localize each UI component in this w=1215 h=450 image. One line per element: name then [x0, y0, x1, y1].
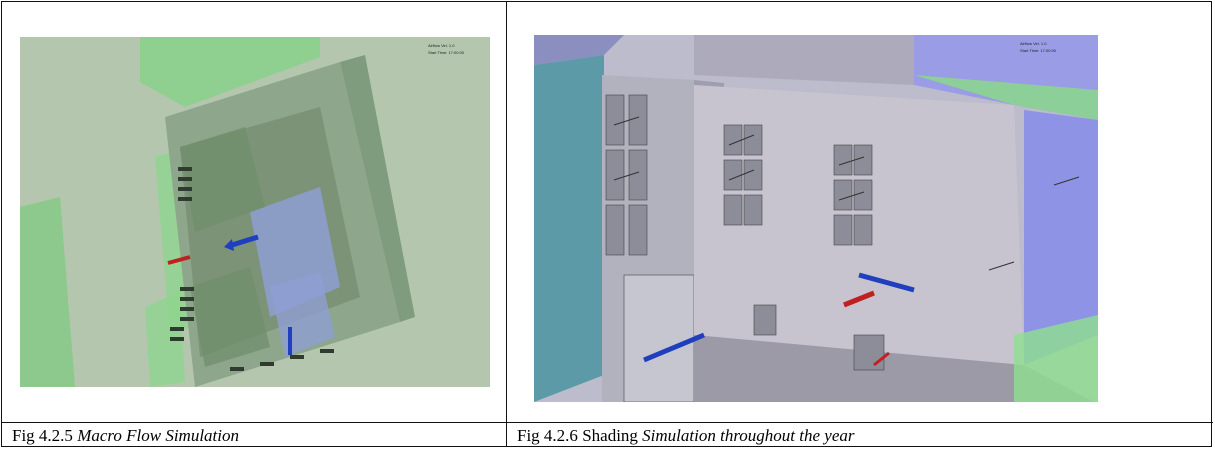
- caption-number: Fig 4.2.6: [517, 426, 578, 445]
- caption-title-italic: Simulation throughout the year: [642, 426, 855, 445]
- macro-flow-simulation-image: Airflow Vel. 1.0 Start Time: 17:00:00: [20, 37, 490, 387]
- overlay-line-1: Airflow Vel. 1.0: [428, 43, 455, 48]
- overlay-line-2: Start Time: 17:00:00: [1020, 48, 1057, 53]
- figure-caption-1: Fig 4.2.5 Macro Flow Simulation: [12, 426, 239, 446]
- caption-title: Macro Flow Simulation: [77, 426, 239, 445]
- table-column-divider: [506, 1, 507, 447]
- table-row-divider: [1, 422, 1213, 423]
- caption-title-plain: Shading: [582, 426, 638, 445]
- caption-number: Fig 4.2.5: [12, 426, 73, 445]
- shading-simulation-image: Airflow Vel. 1.0 Start Time: 17:00:00: [534, 35, 1098, 402]
- overlay-line-2: Start Time: 17:00:00: [428, 50, 465, 55]
- figure-caption-2: Fig 4.2.6 Shading Simulation throughout …: [517, 426, 855, 446]
- overlay-line-1: Airflow Vel. 1.0: [1020, 41, 1047, 46]
